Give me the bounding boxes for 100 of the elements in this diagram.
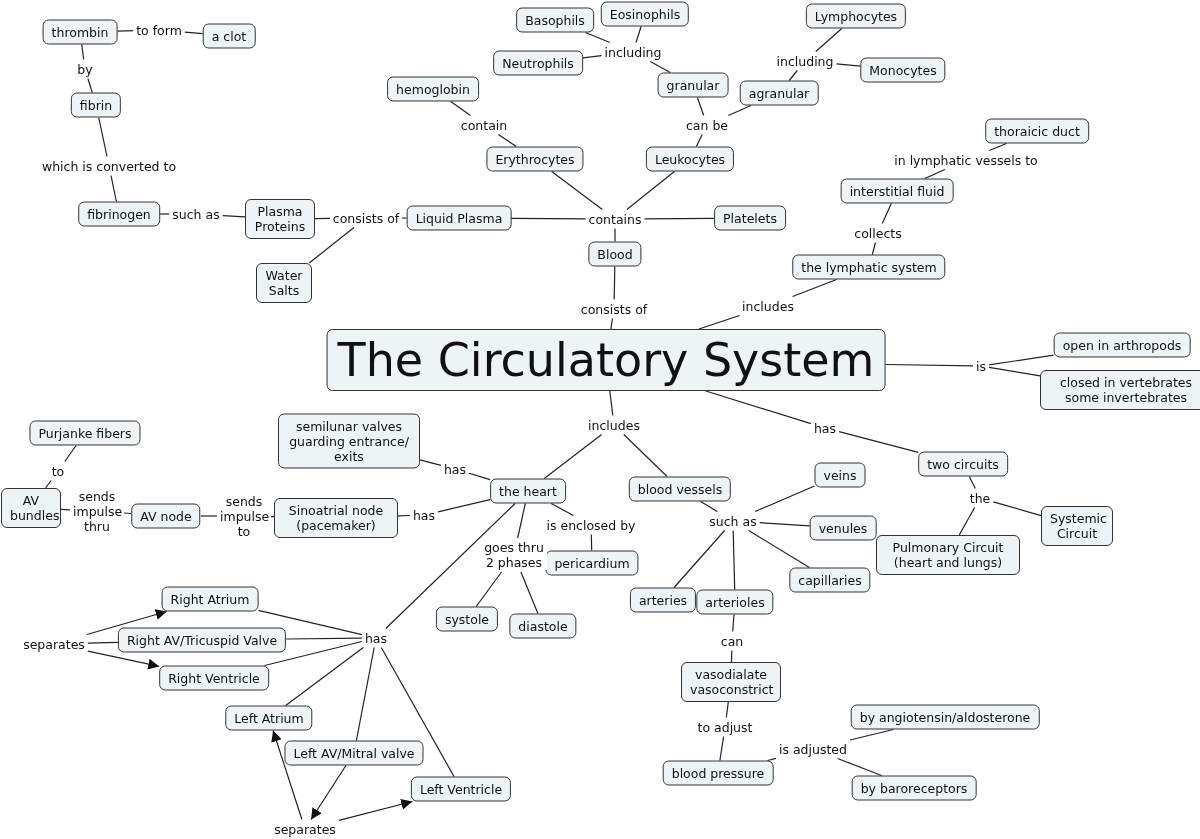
concept-box: hemoglobin — [387, 76, 479, 102]
connector-line — [110, 174, 117, 203]
connector-line — [815, 27, 843, 53]
connector-line — [590, 533, 593, 552]
concept-box: Lymphocytes — [805, 3, 907, 29]
concept-box: Right AV/Tricuspid Valve — [117, 627, 287, 653]
linking-phrase: has — [363, 630, 389, 646]
concept-box: Left Ventricle — [410, 776, 512, 802]
connector-line — [450, 100, 472, 117]
connector-line — [159, 213, 170, 215]
connector-line — [835, 63, 861, 67]
connector-line — [468, 472, 491, 481]
connector-line — [582, 55, 603, 59]
linking-phrase: which is converted to — [40, 158, 178, 174]
connector-line — [401, 217, 408, 219]
connector-line — [550, 502, 574, 517]
connector-line — [497, 133, 517, 148]
linking-phrase: has — [812, 420, 838, 436]
linking-phrase: consists of — [579, 301, 649, 317]
concept-box: vasodialate vasoconstrict — [681, 662, 781, 702]
concept-box: Sinoatrial node (pacemaker) — [274, 498, 398, 538]
connector-line — [992, 501, 1042, 517]
connector-line — [257, 609, 363, 636]
concept-box: systole — [435, 606, 499, 632]
connector-line — [520, 571, 539, 615]
connector-line — [380, 646, 455, 778]
linking-phrase: the — [968, 490, 992, 506]
connector-line — [643, 217, 715, 220]
connector-line — [696, 96, 705, 117]
connector-line — [871, 241, 877, 256]
connector-line — [551, 170, 603, 211]
linking-phrase: has — [411, 507, 437, 523]
linking-phrase: sends impulse thru — [72, 488, 122, 534]
linking-phrase: including — [603, 44, 663, 60]
concept-box: venules — [809, 515, 877, 541]
linking-phrase: includes — [587, 417, 641, 433]
connector-line — [419, 459, 442, 466]
connector-line — [698, 314, 741, 330]
concept-box: blood pressure — [662, 760, 774, 786]
connector-line — [610, 317, 614, 330]
connector-line — [385, 502, 516, 630]
linking-phrase: such as — [171, 206, 221, 222]
connector-line — [87, 641, 119, 644]
connector-line — [881, 202, 892, 225]
concept-box: granular — [657, 72, 729, 98]
connector-line — [988, 366, 1041, 377]
connector-line — [719, 735, 725, 762]
connector-line — [355, 646, 375, 742]
concept-box: arteries — [629, 587, 697, 613]
concept-box: Neutrophils — [493, 50, 583, 76]
linking-phrase: goes thru 2 phases — [481, 540, 547, 570]
connector-line — [837, 757, 883, 777]
connector-line — [766, 757, 777, 762]
linking-phrase: such as — [708, 513, 758, 529]
connector-line — [613, 265, 616, 301]
concept-box: semilunar valves guarding entrance/ exits — [278, 413, 420, 469]
concept-box: blood vessels — [628, 476, 732, 502]
concept-box: Basophils — [516, 7, 594, 33]
concept-box: capillaries — [789, 567, 871, 593]
connector-line — [98, 116, 108, 158]
connector-line — [958, 506, 976, 536]
connector-line — [285, 637, 363, 640]
connector-line — [543, 433, 603, 480]
concept-box: Right Ventricle — [159, 665, 269, 691]
concept-box: AV node — [131, 503, 201, 529]
concept-box: Monocytes — [860, 57, 946, 83]
concept-box: veins — [814, 462, 866, 488]
concept-box: the heart — [490, 478, 566, 504]
connector-line — [649, 60, 671, 74]
linking-phrase: contains — [587, 211, 643, 227]
concept-box: open in arthropods — [1053, 332, 1191, 358]
connector-line — [123, 512, 132, 515]
connector-line — [81, 43, 85, 61]
concept-box: arterioles — [696, 589, 774, 615]
linking-phrase: is — [975, 358, 987, 374]
linking-phrase: includes — [741, 298, 795, 314]
arrow — [87, 650, 160, 670]
connector-line — [626, 170, 675, 211]
linking-phrase: to adjust — [696, 719, 754, 735]
connector-line — [308, 226, 355, 264]
concept-box: AV bundles — [1, 488, 61, 528]
arrow — [86, 609, 168, 636]
linking-phrase: has — [442, 461, 468, 477]
concept-box: the lymphatic system — [792, 254, 946, 280]
connector-line — [222, 215, 246, 218]
connector-line — [727, 104, 752, 117]
connector-line — [695, 133, 703, 148]
connector-line — [705, 390, 812, 425]
connector-line — [45, 479, 52, 489]
connector-line — [623, 433, 668, 478]
connector-line — [609, 390, 614, 417]
linking-phrase: to form — [135, 22, 183, 38]
concept-box: fibrinogen — [78, 201, 160, 227]
linking-phrase: is adjusted — [778, 741, 848, 757]
connector-line — [285, 646, 364, 707]
linking-phrase: can be — [684, 117, 730, 133]
connector-line — [270, 516, 275, 518]
concept-box: closed in vertebrates some invertebrates — [1040, 370, 1200, 410]
connector-line — [673, 529, 726, 589]
connector-line — [200, 515, 218, 517]
